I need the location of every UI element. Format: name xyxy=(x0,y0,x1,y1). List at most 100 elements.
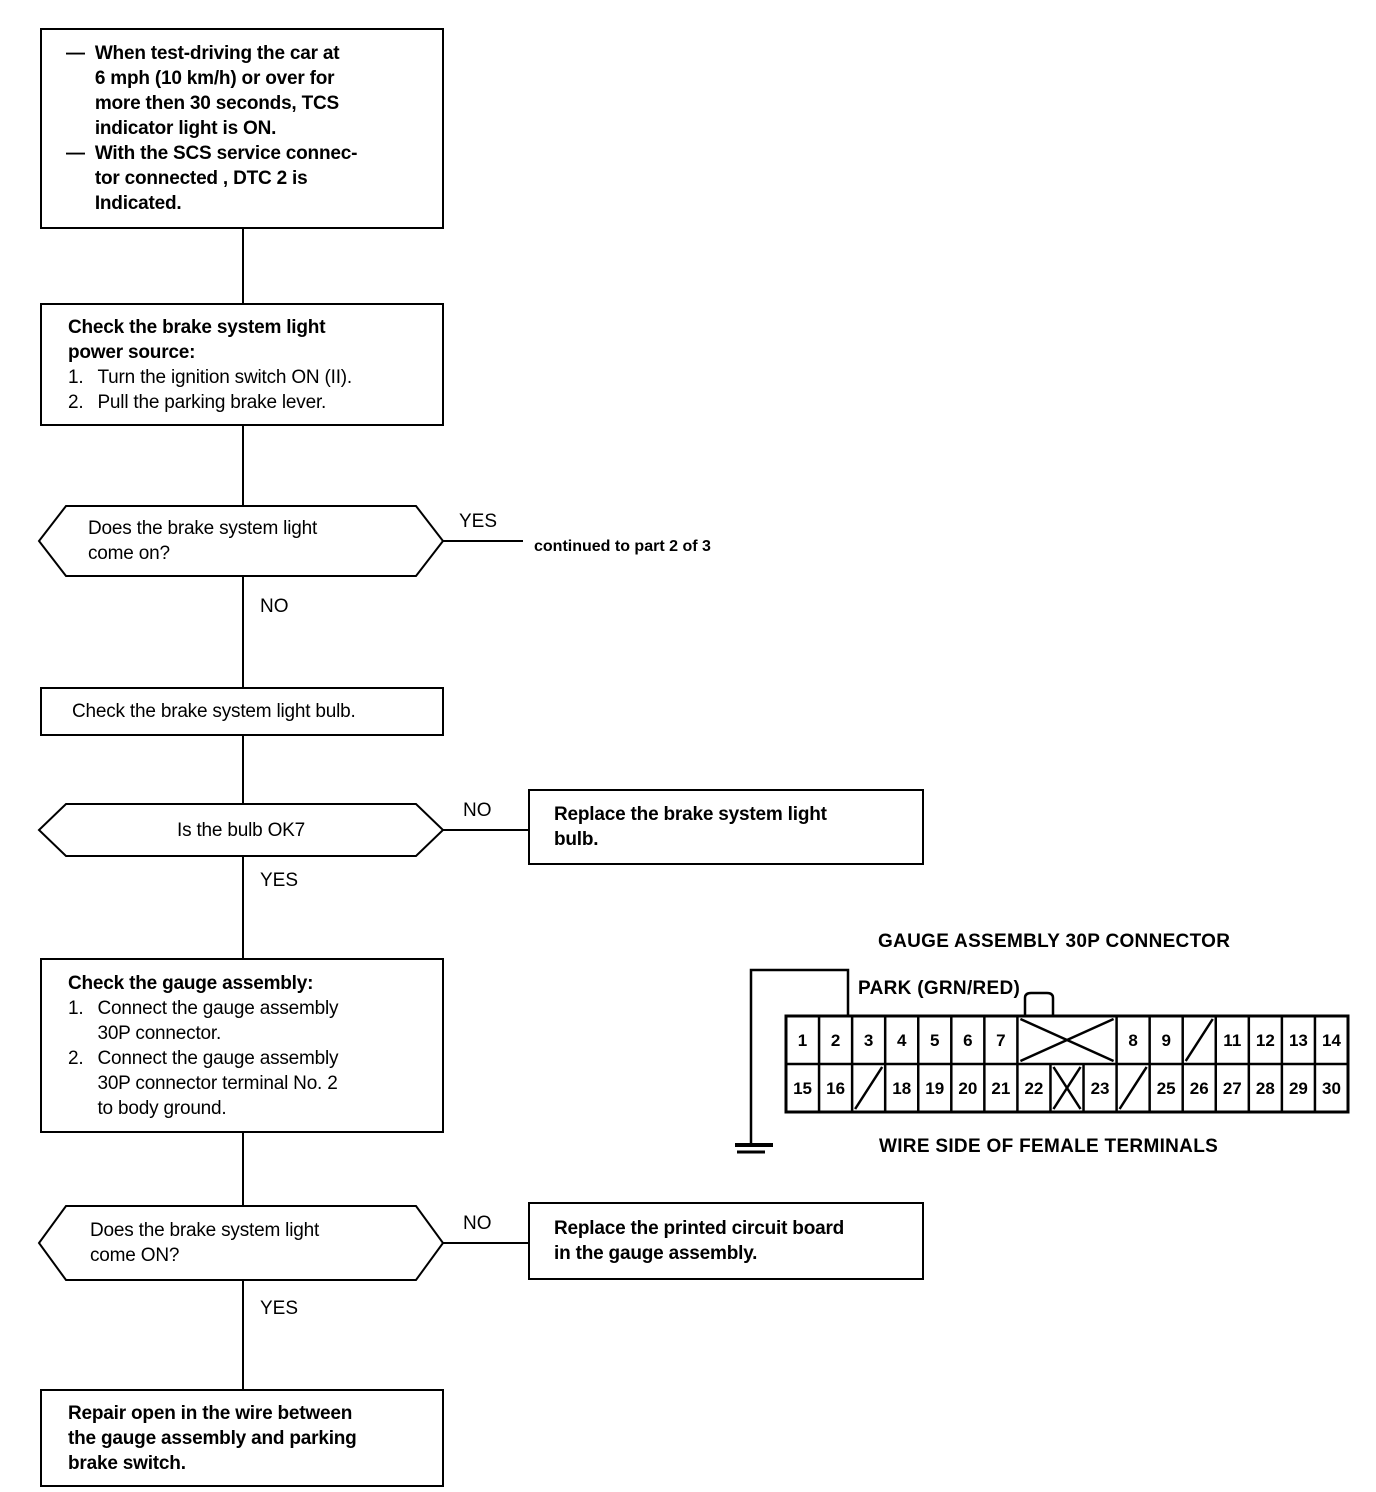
symptom-line: With the SCS service connec- xyxy=(94,143,358,164)
pin-number-19: 19 xyxy=(925,1079,944,1098)
step-text: to body ground. xyxy=(97,1097,227,1119)
check-power-source-box: Check the brake system light power sourc… xyxy=(40,303,444,426)
pin-number-8: 8 xyxy=(1128,1031,1137,1050)
flow-connector-2 xyxy=(242,426,244,506)
pin-number-23: 23 xyxy=(1091,1079,1110,1098)
flow-connector-3 xyxy=(242,736,244,805)
pin-number-29: 29 xyxy=(1289,1079,1308,1098)
symptom-bullet-2: — With the SCS service connec- tor conne… xyxy=(66,141,426,216)
pin-number-27: 27 xyxy=(1223,1079,1242,1098)
yes-branch-line-2 xyxy=(242,856,244,959)
pin-number-11: 11 xyxy=(1223,1031,1241,1050)
step-text: Turn the ignition switch ON (II). xyxy=(97,366,353,388)
pin-number-13: 13 xyxy=(1289,1031,1308,1050)
pin-number-20: 20 xyxy=(958,1079,977,1098)
flow-connector-1 xyxy=(242,229,244,304)
replace-pcb-line: Replace the printed circuit board xyxy=(554,1218,845,1239)
step-number: 2. xyxy=(68,1047,84,1069)
no-branch-line-2 xyxy=(443,829,528,831)
decision-line: Does the brake system light xyxy=(88,518,318,539)
decision-line: Is the bulb OK7 xyxy=(177,819,305,841)
replace-bulb-box: Replace the brake system light bulb. xyxy=(528,789,924,865)
replace-pcb-box: Replace the printed circuit board in the… xyxy=(528,1202,924,1280)
blank-cavity-slash-icon xyxy=(1118,1066,1148,1110)
decision-line: Does the brake system light xyxy=(90,1220,320,1241)
pin-number-30: 30 xyxy=(1322,1079,1341,1098)
step-text: Connect the gauge assembly xyxy=(97,1047,339,1069)
heading-line: power source: xyxy=(68,341,196,363)
pin-number-22: 22 xyxy=(1024,1079,1043,1098)
blank-cavity-cross-icon xyxy=(1052,1066,1082,1110)
repair-open-line: the gauge assembly and parking xyxy=(68,1427,357,1449)
decision-is-bulb-ok: Is the bulb OK7 xyxy=(37,803,445,857)
hexagon-outline xyxy=(37,803,445,857)
pin-number-21: 21 xyxy=(991,1079,1010,1098)
pin-number-5: 5 xyxy=(930,1031,939,1050)
pin-number-28: 28 xyxy=(1256,1079,1275,1098)
step-number: 1. xyxy=(68,997,84,1019)
blank-cavity-slash-icon xyxy=(1184,1018,1214,1062)
earth-ground-icon xyxy=(735,1143,773,1154)
yes-branch-line-3 xyxy=(242,1280,244,1390)
connector-title: GAUGE ASSEMBLY 30P CONNECTOR xyxy=(878,931,1231,952)
yes-label-3: YES xyxy=(260,1298,299,1319)
decision-does-brake-light-come-on-2: Does the brake system light come ON? xyxy=(37,1205,445,1281)
step-text: 30P connector. xyxy=(97,1022,222,1044)
yes-label-1: YES xyxy=(459,511,498,532)
decision-line: come on? xyxy=(88,543,170,564)
check-power-step-2: 2. Pull the parking brake lever. xyxy=(68,390,428,415)
pin-number-9: 9 xyxy=(1161,1031,1170,1050)
decision-line: come ON? xyxy=(90,1245,180,1266)
pin-number-26: 26 xyxy=(1190,1079,1209,1098)
continued-note: continued to part 2 of 3 xyxy=(534,538,711,555)
pin-number-12: 12 xyxy=(1256,1031,1275,1050)
bullet-dash-icon: — xyxy=(66,143,85,164)
pin-number-2: 2 xyxy=(831,1031,840,1050)
step-text: Pull the parking brake lever. xyxy=(97,391,327,413)
no-branch-line-3 xyxy=(443,1242,528,1244)
step-number: 2. xyxy=(68,391,84,413)
symptom-bullet-1: — When test-driving the car at 6 mph (10… xyxy=(66,41,426,141)
symptom-box: — When test-driving the car at 6 mph (10… xyxy=(40,28,444,229)
replace-bulb-line: Replace the brake system light xyxy=(554,804,827,825)
pin-number-15: 15 xyxy=(793,1079,812,1098)
check-gauge-assembly-box: Check the gauge assembly: 1. Connect the… xyxy=(40,958,444,1133)
repair-open-line: Repair open in the wire between xyxy=(68,1402,353,1424)
step-text: 30P connector terminal No. 2 xyxy=(97,1072,338,1094)
check-gauge-step-1: 1. Connect the gauge assembly 30P connec… xyxy=(68,996,430,1046)
bullet-dash-icon: — xyxy=(66,43,85,64)
pin-number-1: 1 xyxy=(798,1031,807,1050)
pin-number-3: 3 xyxy=(864,1031,873,1050)
wire-side-caption: WIRE SIDE OF FEMALE TERMINALS xyxy=(879,1136,1219,1157)
no-label-3: NO xyxy=(463,1213,492,1234)
symptom-line: When test-driving the car at xyxy=(94,43,340,64)
symptom-line: tor connected , DTC 2 is xyxy=(94,168,308,189)
yes-branch-line-1 xyxy=(443,540,523,542)
connector-latch-tab-icon xyxy=(1023,991,1055,1018)
step-text: Connect the gauge assembly xyxy=(97,997,339,1019)
no-label-1: NO xyxy=(260,596,289,617)
park-wire-label: PARK (GRN/RED) xyxy=(858,978,1021,999)
pin-number-18: 18 xyxy=(892,1079,911,1098)
check-bulb-text: Check the brake system light bulb. xyxy=(72,701,356,722)
decision-does-brake-light-come-on: Does the brake system light come on? xyxy=(37,505,445,577)
pin-number-4: 4 xyxy=(897,1031,907,1050)
check-power-step-1: 1. Turn the ignition switch ON (II). xyxy=(68,365,428,390)
pin-number-25: 25 xyxy=(1157,1079,1176,1098)
pin-number-16: 16 xyxy=(826,1079,845,1098)
blank-cavity-cross-icon xyxy=(1019,1017,1115,1063)
no-label-2: NO xyxy=(463,800,492,821)
step-number: 1. xyxy=(68,366,84,388)
no-branch-line-1 xyxy=(242,576,244,690)
repair-open-line: brake switch. xyxy=(68,1452,186,1474)
symptom-line: more then 30 seconds, TCS xyxy=(94,93,339,114)
check-bulb-box: Check the brake system light bulb. xyxy=(40,687,444,736)
ground-wire xyxy=(749,968,850,1145)
pin-number-14: 14 xyxy=(1322,1031,1341,1050)
hexagon-outline xyxy=(37,1205,445,1281)
check-gauge-step-2: 2. Connect the gauge assembly 30P connec… xyxy=(68,1046,430,1121)
replace-bulb-line: bulb. xyxy=(554,829,599,850)
check-gauge-heading: Check the gauge assembly: xyxy=(68,972,314,994)
